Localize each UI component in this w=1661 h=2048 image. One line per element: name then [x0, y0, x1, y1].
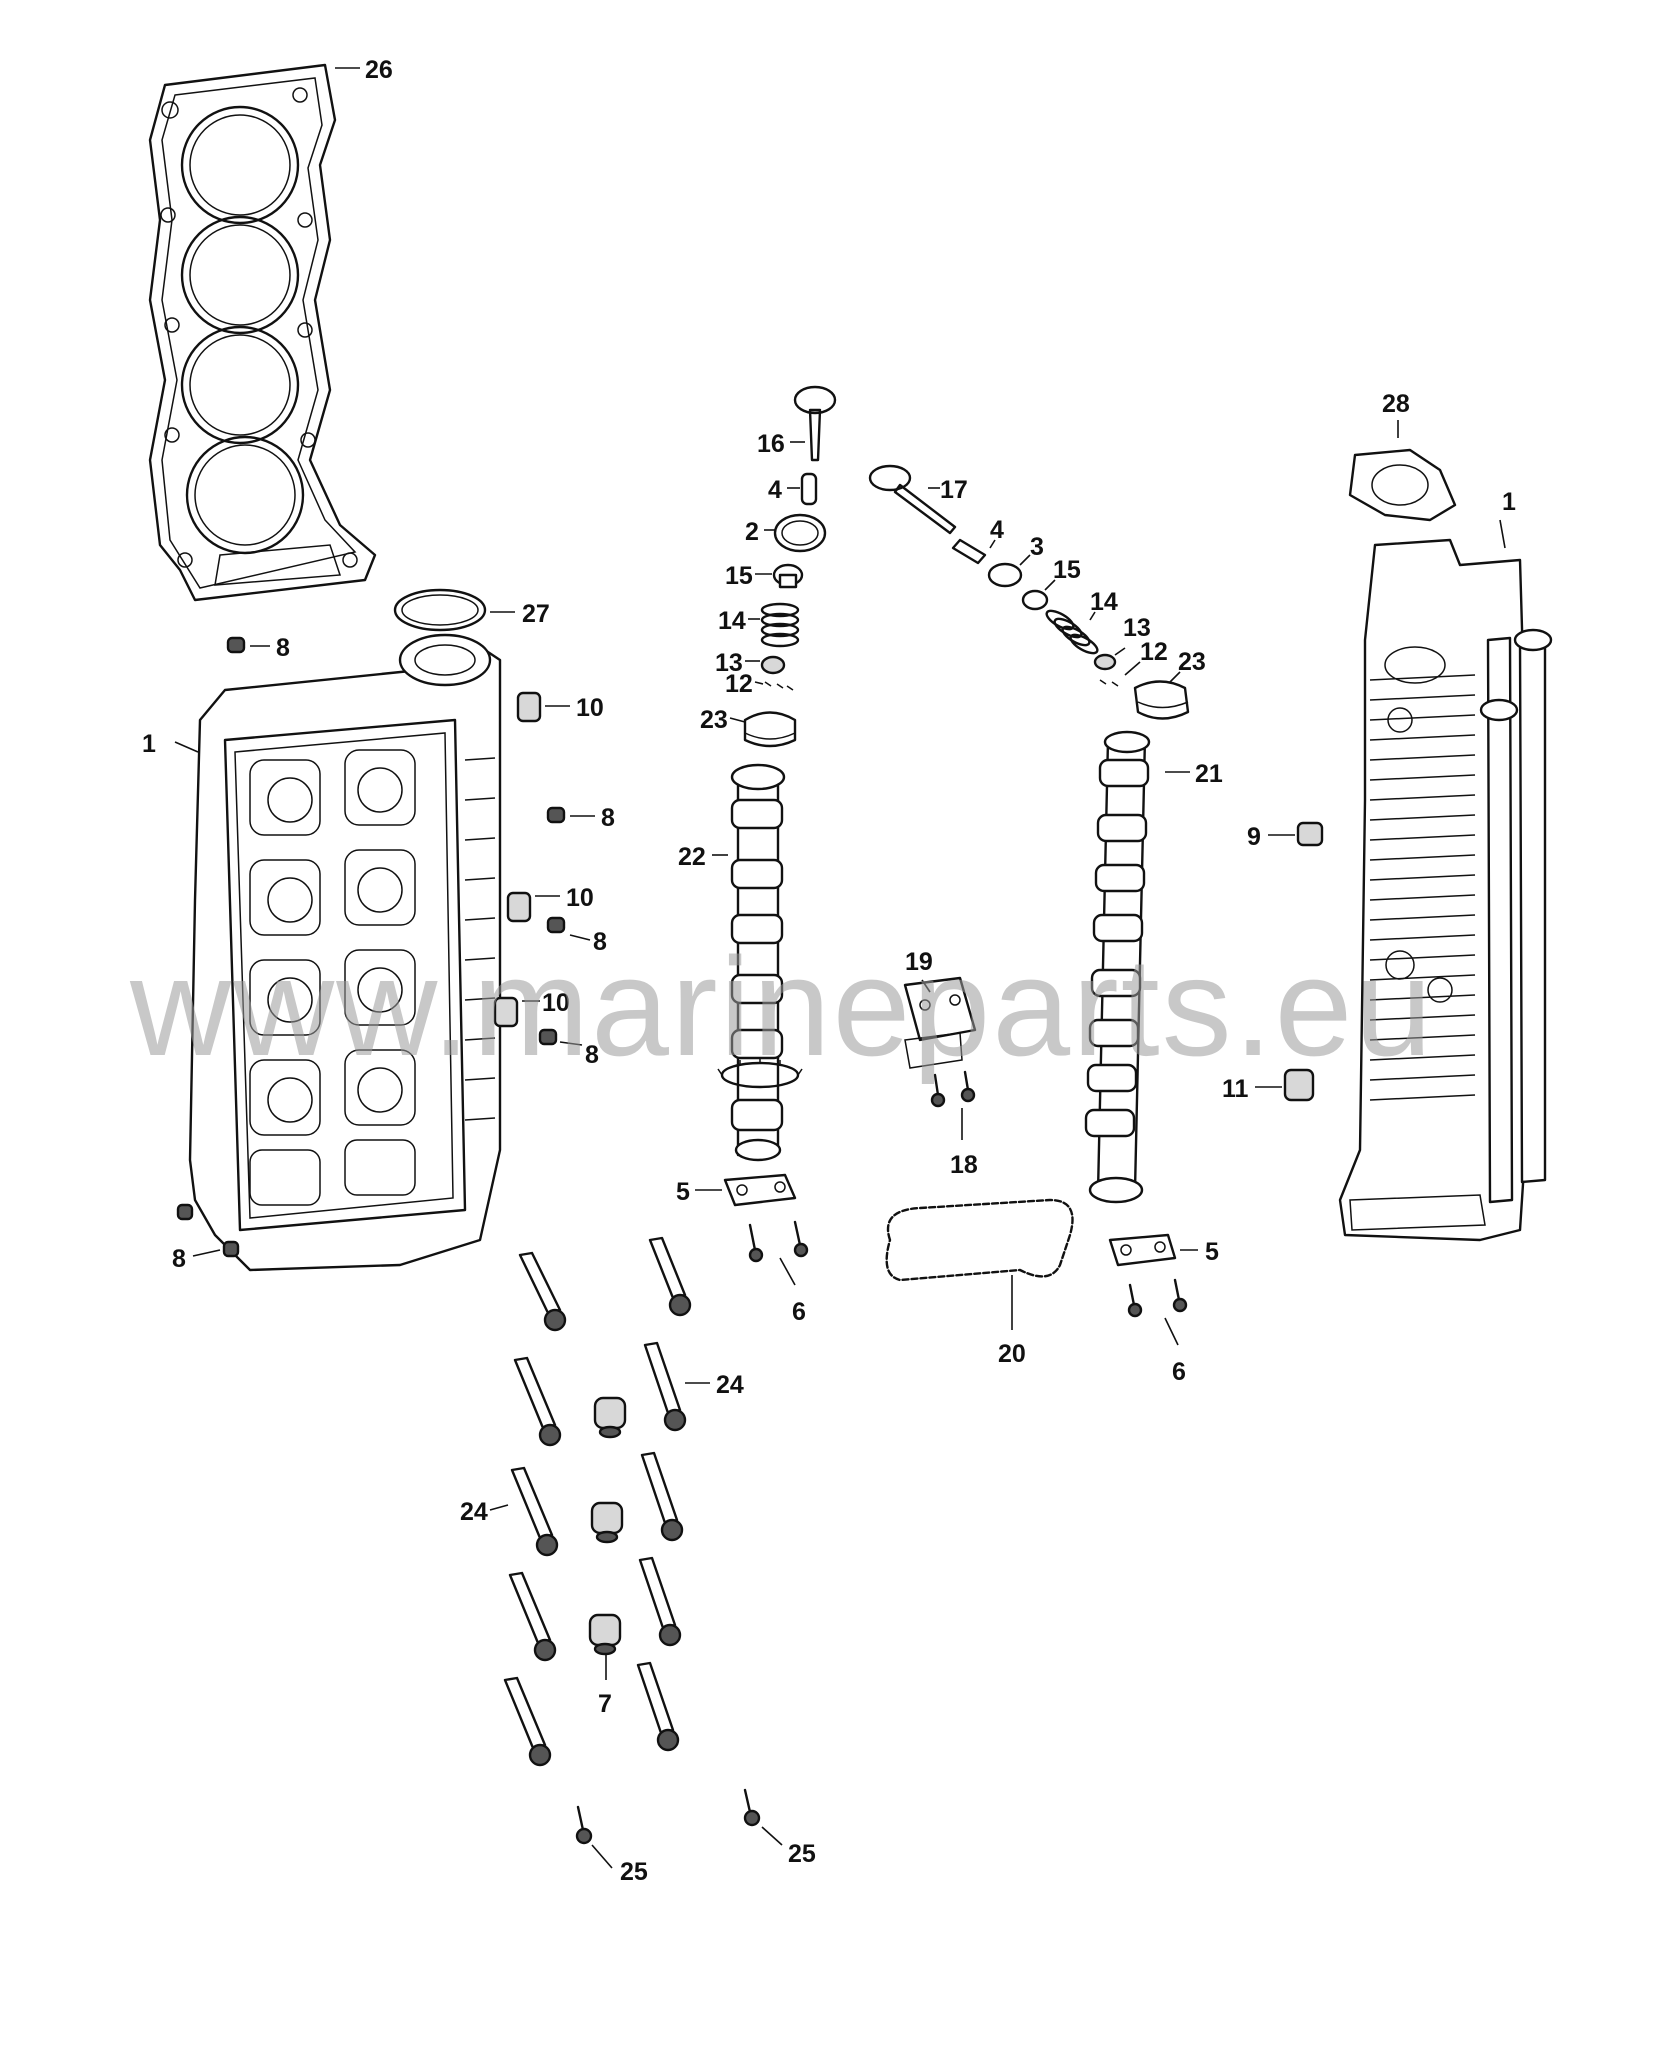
callout-25-b: 25: [788, 1840, 816, 1868]
callout-8-a: 8: [276, 634, 290, 662]
cap-part-10-c[interactable]: [493, 996, 519, 1028]
callout-23-a: 23: [700, 706, 728, 734]
callout-20: 20: [998, 1340, 1026, 1368]
callout-8-e: 8: [172, 1245, 186, 1273]
callout-24-b: 24: [460, 1498, 488, 1526]
callout-22: 22: [678, 843, 706, 871]
timing-chain-part-20[interactable]: [885, 1198, 1074, 1282]
callout-2: 2: [745, 518, 759, 546]
callout-10-b: 10: [566, 884, 594, 912]
callout-1-left: 1: [142, 730, 156, 758]
callout-21: 21: [1195, 760, 1223, 788]
cam-cap-part-5-a[interactable]: [723, 1173, 797, 1207]
head-bolts-part-24[interactable]: [503, 1236, 692, 1767]
callout-1-right: 1: [1502, 488, 1516, 516]
callout-3: 3: [1030, 533, 1044, 561]
watermark-text: www.marineparts.eu: [129, 928, 1434, 1085]
plug-part-8-c[interactable]: [546, 916, 566, 934]
cylinder-head-left-part-1[interactable]: [188, 633, 502, 1272]
ring-part-3[interactable]: [987, 562, 1023, 588]
callout-12-b: 12: [1140, 638, 1168, 666]
plug-part-8-d[interactable]: [538, 1028, 558, 1046]
cap-part-11[interactable]: [1283, 1068, 1315, 1102]
sleeves-part-7[interactable]: [588, 1396, 627, 1656]
callout-15-b: 15: [1053, 556, 1081, 584]
bolt-part-6-a[interactable]: [748, 1220, 809, 1263]
plug-part-8-a[interactable]: [226, 636, 246, 654]
callout-10-c: 10: [542, 989, 570, 1017]
callout-8-d: 8: [585, 1041, 599, 1069]
plug-part-8-b[interactable]: [546, 806, 566, 824]
cap-part-9[interactable]: [1296, 821, 1324, 847]
camshaft-part-21[interactable]: [1084, 730, 1151, 1204]
callout-18: 18: [950, 1151, 978, 1179]
callout-27: 27: [522, 600, 550, 628]
bolt-part-6-b[interactable]: [1127, 1278, 1188, 1318]
callout-5-a: 5: [676, 1178, 690, 1206]
cap-part-10-b[interactable]: [506, 891, 532, 923]
valve-guide-part-4-b[interactable]: [951, 538, 987, 565]
spring-part-14-b[interactable]: [1044, 607, 1100, 656]
callout-26: 26: [365, 56, 393, 84]
callout-17: 17: [940, 476, 968, 504]
o-ring-part-27[interactable]: [393, 588, 487, 632]
seal-part-15-a[interactable]: [772, 563, 804, 589]
callout-12-a: 12: [725, 670, 753, 698]
callout-8-b: 8: [601, 804, 615, 832]
callout-13-b: 13: [1123, 614, 1151, 642]
callout-24-a: 24: [716, 1371, 744, 1399]
callout-4-a: 4: [768, 476, 782, 504]
cylinder-head-right-part-1[interactable]: [1338, 538, 1553, 1242]
callout-11: 11: [1222, 1075, 1249, 1103]
seal-part-15-b[interactable]: [1021, 589, 1049, 611]
retainer-part-13-a[interactable]: [760, 655, 786, 675]
callout-19: 19: [905, 948, 933, 976]
callout-14-b: 14: [1090, 588, 1118, 616]
callout-13-a: 13: [715, 649, 743, 677]
callout-9: 9: [1247, 823, 1261, 851]
head-gasket-part-26[interactable]: [148, 63, 377, 602]
valve-part-16[interactable]: [793, 385, 837, 462]
bolt-part-18[interactable]: [930, 1070, 976, 1108]
keeper-part-12-a[interactable]: [764, 681, 794, 691]
callout-6-b: 6: [1172, 1358, 1186, 1386]
spring-part-14-a[interactable]: [760, 602, 800, 648]
callout-25-a: 25: [620, 1858, 648, 1886]
callout-6-a: 6: [792, 1298, 806, 1326]
callout-23-b: 23: [1178, 648, 1206, 676]
keeper-part-12-b[interactable]: [1099, 679, 1119, 687]
callout-15-a: 15: [725, 562, 753, 590]
callout-4-b: 4: [990, 516, 1004, 544]
callout-10-a: 10: [576, 694, 604, 722]
valve-guide-part-4-a[interactable]: [800, 472, 818, 506]
cap-part-10-a[interactable]: [516, 691, 542, 723]
ring-part-2[interactable]: [773, 513, 827, 553]
callout-16: 16: [757, 430, 785, 458]
callout-5-b: 5: [1205, 1238, 1219, 1266]
retainer-part-13-b[interactable]: [1093, 653, 1117, 671]
tappet-part-23-b[interactable]: [1133, 680, 1190, 720]
callout-8-c: 8: [593, 928, 607, 956]
chain-guide-part-19[interactable]: [903, 976, 977, 1069]
callout-28: 28: [1382, 390, 1410, 418]
bolts-part-25[interactable]: [575, 1788, 761, 1845]
plug-part-8-e[interactable]: [176, 1203, 240, 1258]
cam-cap-part-5-b[interactable]: [1108, 1233, 1177, 1267]
gasket-part-28[interactable]: [1348, 448, 1457, 522]
camshaft-part-22[interactable]: [717, 763, 803, 1162]
callout-14-a: 14: [718, 607, 746, 635]
valve-part-17[interactable]: [868, 464, 957, 535]
callout-7: 7: [598, 1690, 612, 1718]
tappet-part-23-a[interactable]: [743, 711, 797, 748]
